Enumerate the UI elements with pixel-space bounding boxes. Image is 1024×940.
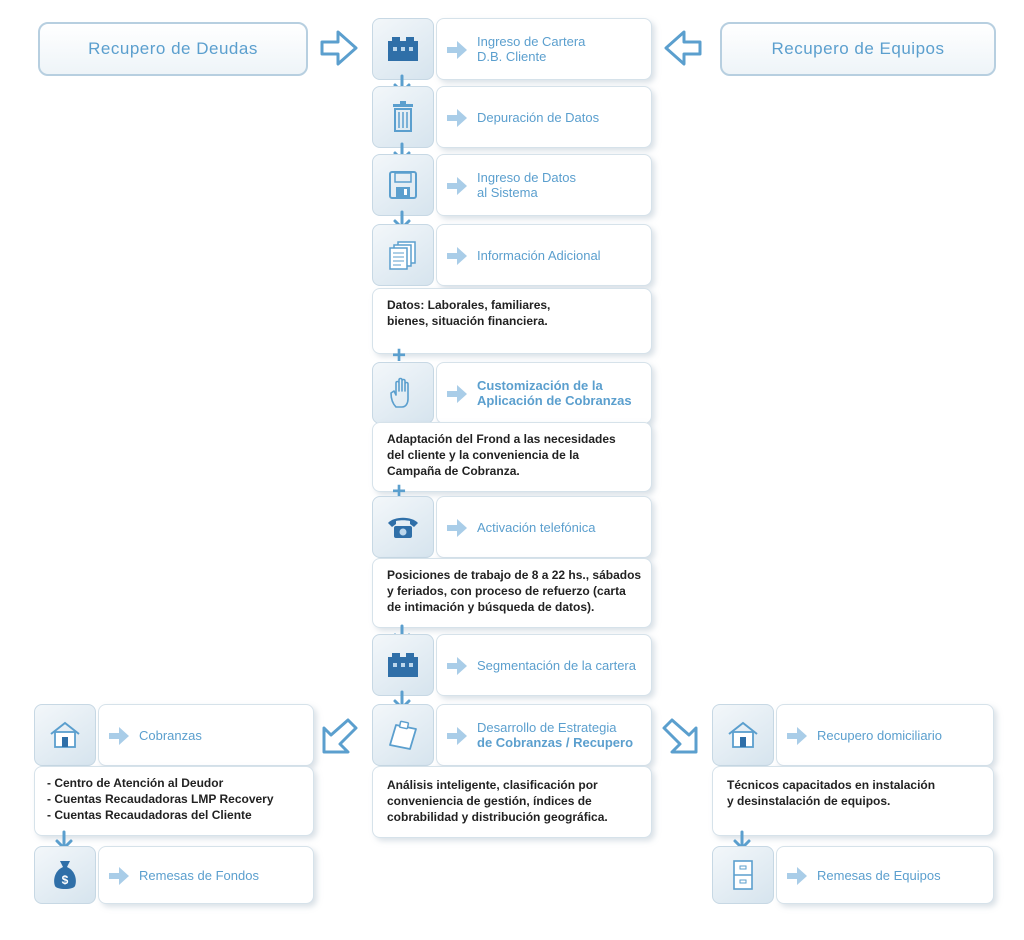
step-recupero-domiciliario: Recupero domiciliario	[712, 704, 994, 766]
recupero-deudas-label: Recupero de Deudas	[88, 39, 258, 58]
small-arrow-icon	[447, 177, 467, 195]
plus-icon: +	[392, 342, 407, 369]
clipboard-icon	[372, 704, 434, 766]
step-ingreso-datos-line2: al Sistema	[477, 185, 538, 200]
desc-line: - Centro de Atención al Deudor	[47, 776, 224, 790]
desc-line: - Cuentas Recaudadoras LMP Recovery	[47, 792, 274, 806]
desc-line: del cliente y la conveniencia de la	[387, 448, 580, 462]
right-outline-arrow-icon	[320, 30, 358, 66]
step-info-adicional: Información Adicional	[372, 224, 652, 286]
step-customizacion-line1: Customización de la	[477, 378, 603, 393]
svg-text:$: $	[62, 873, 69, 887]
house-icon	[712, 704, 774, 766]
desc-line: conveniencia de gestión, índices de	[387, 794, 592, 808]
recupero-equipos-label: Recupero de Equipos	[771, 39, 945, 58]
diagonal-down-right-arrow-icon	[662, 718, 698, 754]
step-desarrollo-line2: de Cobranzas / Recupero	[477, 735, 634, 750]
small-arrow-icon	[447, 385, 467, 403]
diagonal-down-left-arrow-icon	[322, 718, 358, 754]
desc-cobranzas: - Centro de Atención al Deudor - Cuentas…	[34, 766, 314, 836]
desc-line: y feriados, con proceso de refuerzo (car…	[387, 584, 626, 598]
money-bag-icon: $	[34, 846, 96, 904]
desc-line: bienes, situación financiera.	[387, 314, 548, 328]
small-arrow-icon	[109, 727, 129, 745]
telephone-icon	[372, 496, 434, 558]
desc-line: de intimación y búsqueda de datos).	[387, 600, 595, 614]
small-arrow-icon	[787, 727, 807, 745]
step-depuracion: Depuración de Datos	[372, 86, 652, 148]
desc-recupero-domiciliario: Técnicos capacitados en instalación y de…	[712, 766, 994, 836]
step-remesas-equipos: Remesas de Equipos	[712, 846, 994, 904]
recupero-equipos-box: Recupero de Equipos	[720, 22, 996, 76]
trash-icon	[372, 86, 434, 148]
desc-customizacion: Adaptación del Frond a las necesidades d…	[372, 422, 652, 492]
floppy-disk-icon	[372, 154, 434, 216]
step-customizacion-line2: Aplicación de Cobranzas	[477, 393, 632, 408]
building-icon	[372, 18, 434, 80]
small-arrow-icon	[447, 109, 467, 127]
desc-info-adicional: Datos: Laborales, familiares, bienes, si…	[372, 288, 652, 354]
left-outline-arrow-icon	[664, 30, 702, 66]
step-cobranzas-label: Cobranzas	[139, 727, 202, 743]
small-arrow-icon	[447, 247, 467, 265]
desc-line: y desinstalación de equipos.	[727, 794, 891, 808]
hand-icon	[372, 362, 434, 424]
step-remesas-fondos-label: Remesas de Fondos	[139, 867, 259, 883]
step-depuracion-label: Depuración de Datos	[477, 109, 600, 125]
step-info-adicional-label: Información Adicional	[477, 247, 601, 263]
step-remesas-fondos: $ Remesas de Fondos	[34, 846, 314, 904]
desc-desarrollo: Análisis inteligente, clasificación por …	[372, 766, 652, 838]
desc-line: Análisis inteligente, clasificación por	[387, 778, 598, 792]
house-icon	[34, 704, 96, 766]
desc-line: Datos: Laborales, familiares,	[387, 298, 551, 312]
small-arrow-icon	[447, 41, 467, 59]
step-desarrollo-line1: Desarrollo de Estrategia	[477, 720, 617, 735]
step-ingreso-cartera-line2: D.B. Cliente	[477, 49, 547, 64]
step-activacion-label: Activación telefónica	[477, 519, 596, 535]
step-ingreso-datos-line1: Ingreso de Datos	[477, 170, 577, 185]
small-arrow-icon	[447, 657, 467, 675]
desc-line: Técnicos capacitados en instalación	[727, 778, 936, 792]
building-icon	[372, 634, 434, 696]
cabinet-icon	[712, 846, 774, 904]
step-recupero-domiciliario-label: Recupero domiciliario	[817, 727, 942, 743]
step-segmentacion: Segmentación de la cartera	[372, 634, 652, 696]
desc-line: cobrabilidad y distribución geográfica.	[387, 810, 608, 824]
small-arrow-icon	[447, 519, 467, 537]
desc-line: Posiciones de trabajo de 8 a 22 hs., sáb…	[387, 568, 642, 582]
small-arrow-icon	[787, 867, 807, 885]
small-arrow-icon	[109, 867, 129, 885]
small-arrow-icon	[447, 727, 467, 745]
desc-activacion: Posiciones de trabajo de 8 a 22 hs., sáb…	[372, 558, 652, 628]
step-cobranzas: Cobranzas	[34, 704, 314, 766]
recupero-deudas-box: Recupero de Deudas	[38, 22, 308, 76]
step-segmentacion-label: Segmentación de la cartera	[477, 657, 636, 673]
documents-icon	[372, 224, 434, 286]
desc-line: Campaña de Cobranza.	[387, 464, 520, 478]
desc-line: - Cuentas Recaudadoras del Cliente	[47, 808, 252, 822]
step-ingreso-cartera-line1: Ingreso de Cartera	[477, 34, 586, 49]
step-activacion: Activación telefónica	[372, 496, 652, 558]
step-remesas-equipos-label: Remesas de Equipos	[817, 867, 941, 883]
desc-line: Adaptación del Frond a las necesidades	[387, 432, 616, 446]
